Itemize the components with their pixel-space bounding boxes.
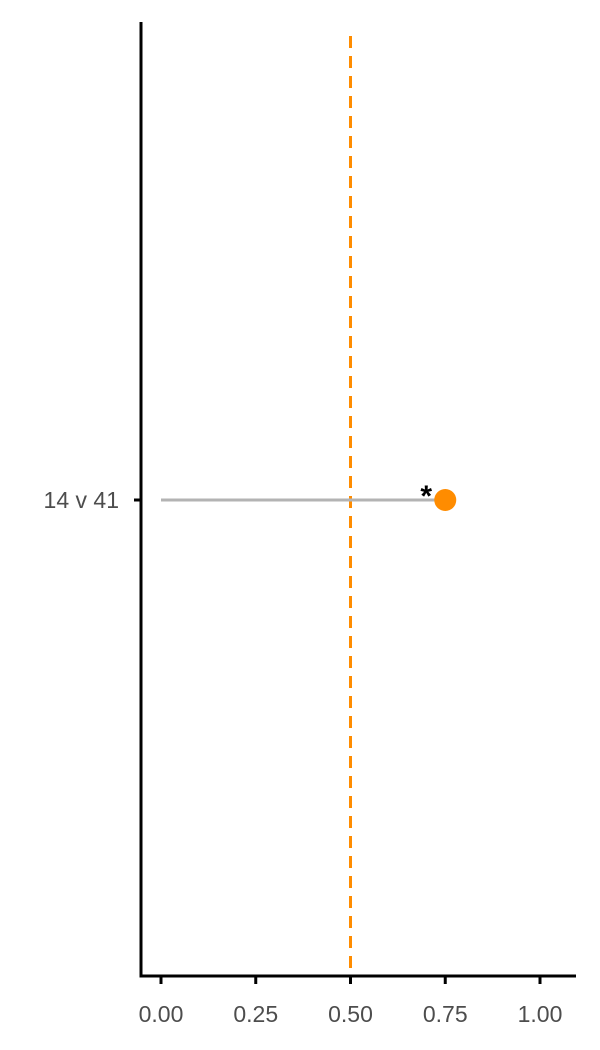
y-tick-label: 14 v 41 [44,487,119,513]
x-tick-label: 0.25 [233,1001,278,1027]
plot-layer: * 14 v 41 0.00 0.25 0.50 0.75 1.00 [44,22,576,1027]
x-tick-label: 1.00 [518,1001,563,1027]
x-tick-label: 0.75 [423,1001,468,1027]
data-point [434,489,457,511]
x-tick-label: 0.50 [328,1001,373,1027]
significance-marker: * [420,480,432,513]
x-tick-label: 0.00 [139,1001,184,1027]
